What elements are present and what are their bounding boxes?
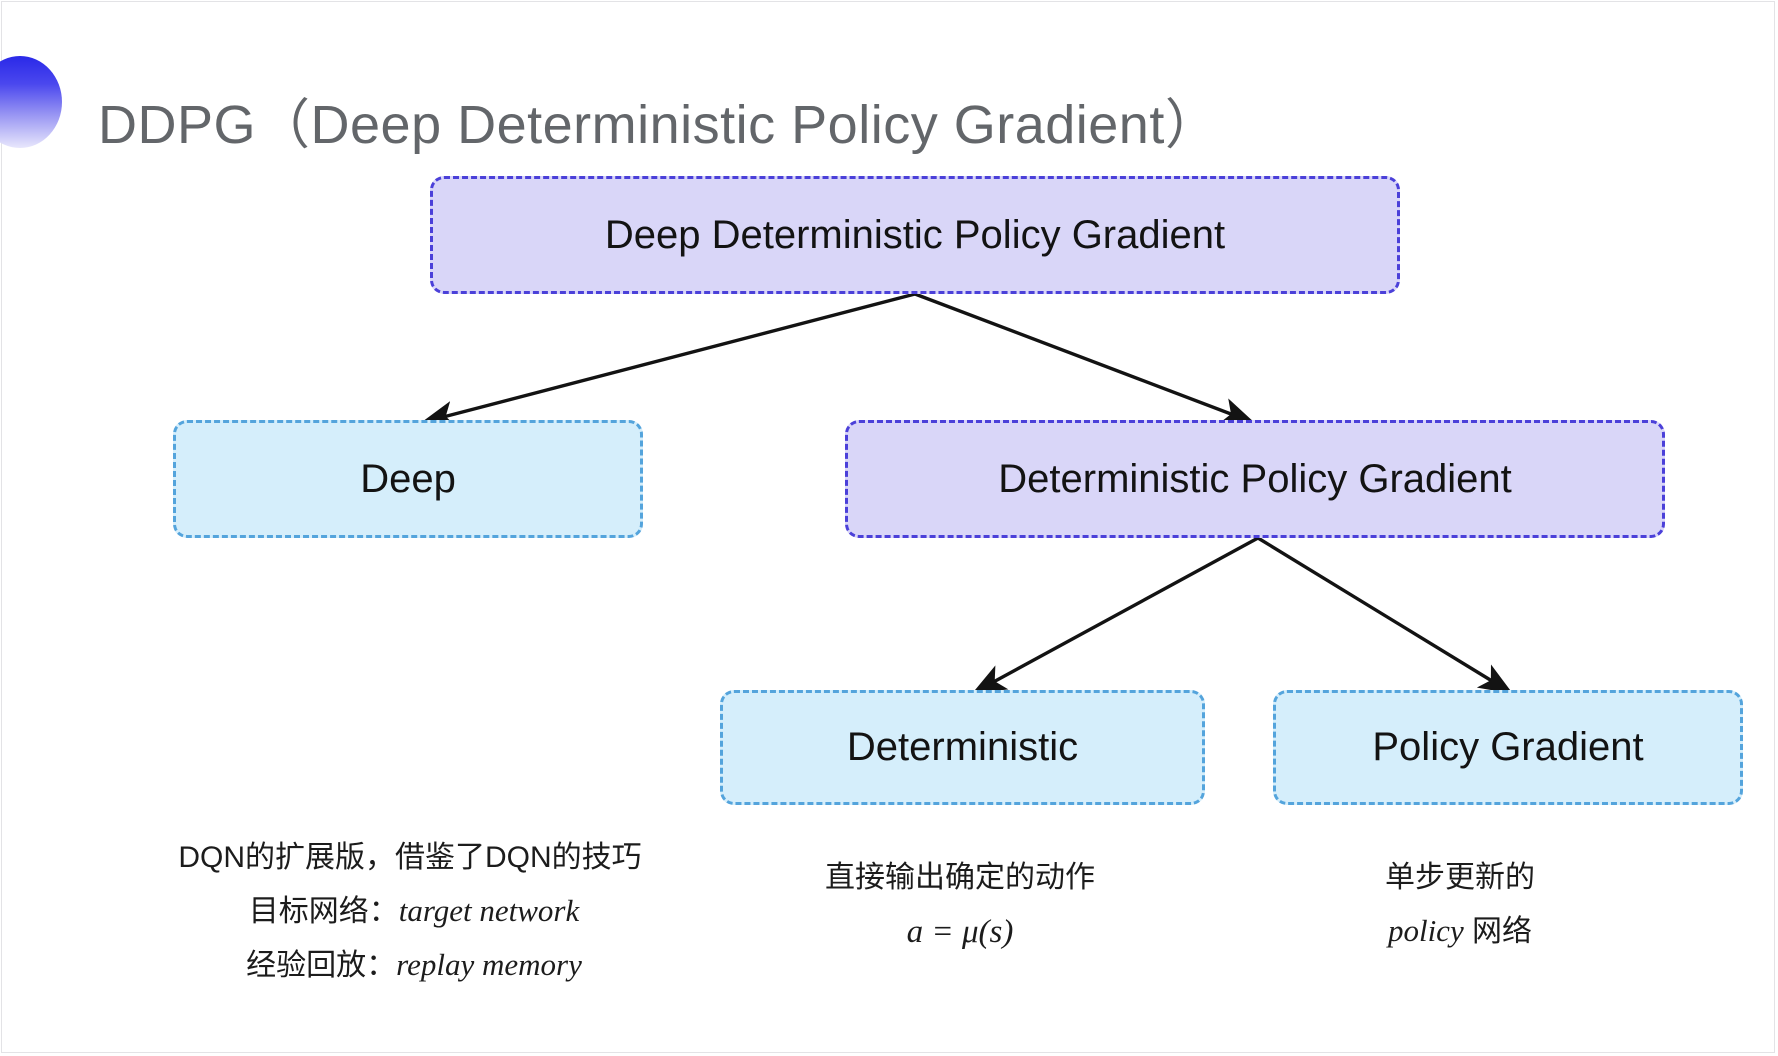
caption-policy-gradient-line2: policy 网络 — [1300, 904, 1620, 958]
edge-dpg-deterministic — [972, 536, 1259, 694]
edge-root-dpg — [914, 292, 1256, 424]
caption-policy-gradient: 单步更新的 policy 网络 — [1300, 852, 1620, 958]
caption-deep-line2-label: 目标网络： — [248, 895, 399, 929]
caption-deterministic: 直接输出确定的动作 a = μ(s) — [760, 852, 1160, 962]
caption-deep-line3-term: replay memory — [396, 947, 582, 983]
node-root[interactable]: Deep Deterministic Policy Gradient — [430, 176, 1400, 294]
caption-deep-line3: 经验回放：replay memory — [150, 938, 670, 992]
caption-deterministic-formula: a = μ(s) — [906, 914, 1014, 951]
caption-deep-line1: DQN的扩展版，借鉴了DQN的技巧 — [178, 841, 642, 874]
node-policy-gradient[interactable]: Policy Gradient — [1273, 690, 1743, 805]
node-deterministic-policy-gradient[interactable]: Deterministic Policy Gradient — [845, 420, 1665, 538]
caption-deterministic-line1: 直接输出确定的动作 — [825, 861, 1095, 894]
edge-root-deep — [420, 292, 916, 428]
caption-policy-gradient-line1: 单步更新的 — [1385, 861, 1535, 894]
caption-policy-gradient-suffix: 网络 — [1463, 915, 1533, 949]
node-deterministic[interactable]: Deterministic — [720, 690, 1205, 805]
node-deep[interactable]: Deep — [173, 420, 643, 538]
caption-deep: DQN的扩展版，借鉴了DQN的技巧 目标网络：target network 经验… — [150, 832, 670, 993]
caption-deep-line2-term: target network — [398, 893, 580, 929]
caption-policy-gradient-term: policy — [1387, 913, 1464, 949]
edge-dpg-policy-gradient — [1257, 536, 1513, 694]
caption-deep-line2: 目标网络：target network — [150, 884, 670, 938]
page-title: DDPG（Deep Deterministic Policy Gradient） — [98, 95, 1220, 155]
caption-deep-line3-label: 经验回放： — [246, 949, 397, 983]
